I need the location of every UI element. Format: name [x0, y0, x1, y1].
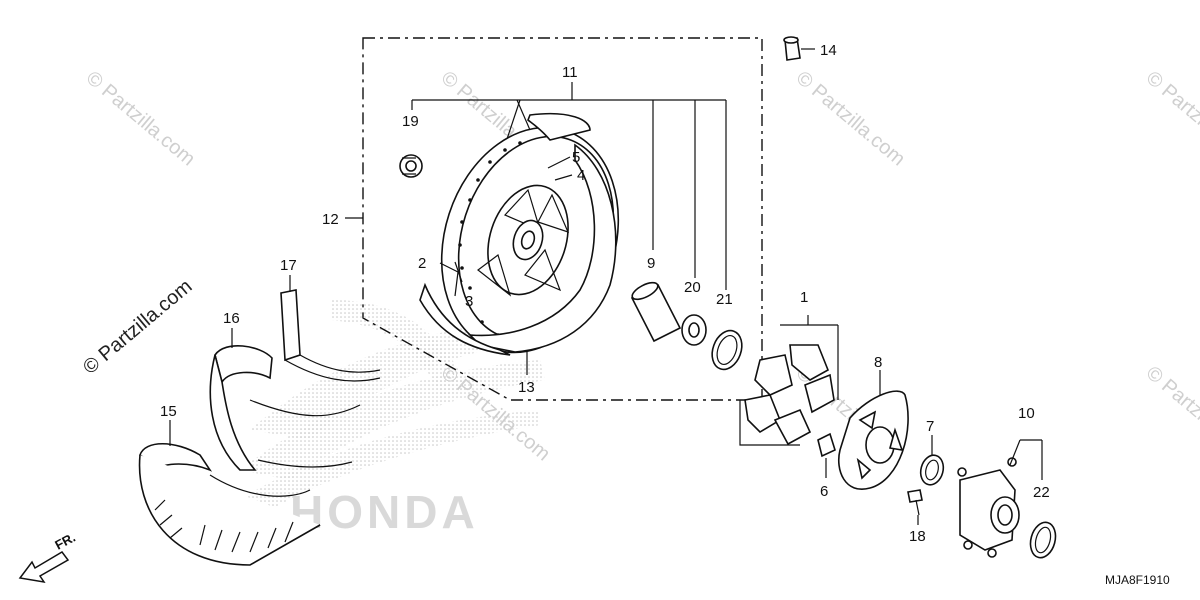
damper-rubber-1 [739, 315, 839, 446]
front-direction-label: FR. [52, 530, 78, 553]
leader-lines [169, 217, 933, 525]
callout-22: 22 [1033, 484, 1050, 501]
callout-8: 8 [874, 354, 882, 371]
oring-22-inner [1034, 526, 1052, 554]
oring-22 [1029, 521, 1057, 559]
wheel-assembly-group-outline [362, 37, 763, 401]
callout-6: 6 [820, 483, 828, 500]
rim-band-17 [280, 289, 381, 382]
rim-band-13 [419, 112, 617, 356]
watermark-3: © Partzilla.com [792, 67, 909, 170]
callout-3: 3 [465, 293, 473, 310]
honda-wing-logo: HONDA [230, 300, 545, 538]
front-direction-arrow: FR. [18, 530, 78, 584]
driven-flange-10 [957, 439, 1043, 558]
callout-19: 19 [402, 113, 419, 130]
bearing-20 [681, 314, 707, 346]
bearing-19 [399, 154, 423, 178]
tube-16 [209, 344, 361, 471]
oring-7-inner [925, 459, 939, 481]
oring-21-inner [716, 334, 738, 366]
callout-20: 20 [684, 279, 701, 296]
callout-10: 10 [1018, 405, 1035, 422]
oring-7 [919, 454, 945, 486]
collar-9 [630, 281, 682, 343]
callout-2: 2 [418, 255, 426, 272]
watermark-4: © Partzilla.com [1142, 67, 1200, 170]
watermark-1: © Partzilla.com [82, 67, 199, 170]
callout-7: 7 [926, 418, 934, 435]
valve-cap-14 [783, 36, 801, 61]
callout-9: 9 [647, 255, 655, 272]
bolt-18 [907, 489, 923, 516]
oring-21 [711, 329, 743, 371]
callout-18: 18 [909, 528, 926, 545]
callout-13: 13 [518, 379, 535, 396]
plate-8 [838, 390, 909, 490]
diagram-code: MJA8F1910 [1105, 573, 1170, 587]
tire-15 [138, 443, 321, 566]
callout-14: 14 [820, 42, 837, 59]
callout-15: 15 [160, 403, 177, 420]
callout-17: 17 [280, 257, 297, 274]
callout-5: 5 [572, 149, 580, 166]
callout-numbers: 1 2 3 4 5 6 7 8 9 10 11 12 13 14 15 16 1… [160, 42, 1050, 545]
callout-16: 16 [223, 310, 240, 327]
honda-logo-text: HONDA [290, 486, 479, 538]
callout-21: 21 [716, 291, 733, 308]
collar-6 [817, 432, 836, 458]
leader-5 [547, 156, 571, 169]
watermark-5: © Partzilla.com [79, 275, 196, 378]
callout-12: 12 [322, 211, 339, 228]
callout-4: 4 [577, 167, 585, 184]
leader-4 [554, 174, 573, 181]
callout-11: 11 [562, 64, 578, 81]
watermark-8: © Partzilla.com [1142, 362, 1200, 465]
rear-wheel-11 [440, 126, 620, 354]
callout-1: 1 [800, 289, 808, 306]
valve-2-3 [439, 261, 463, 297]
